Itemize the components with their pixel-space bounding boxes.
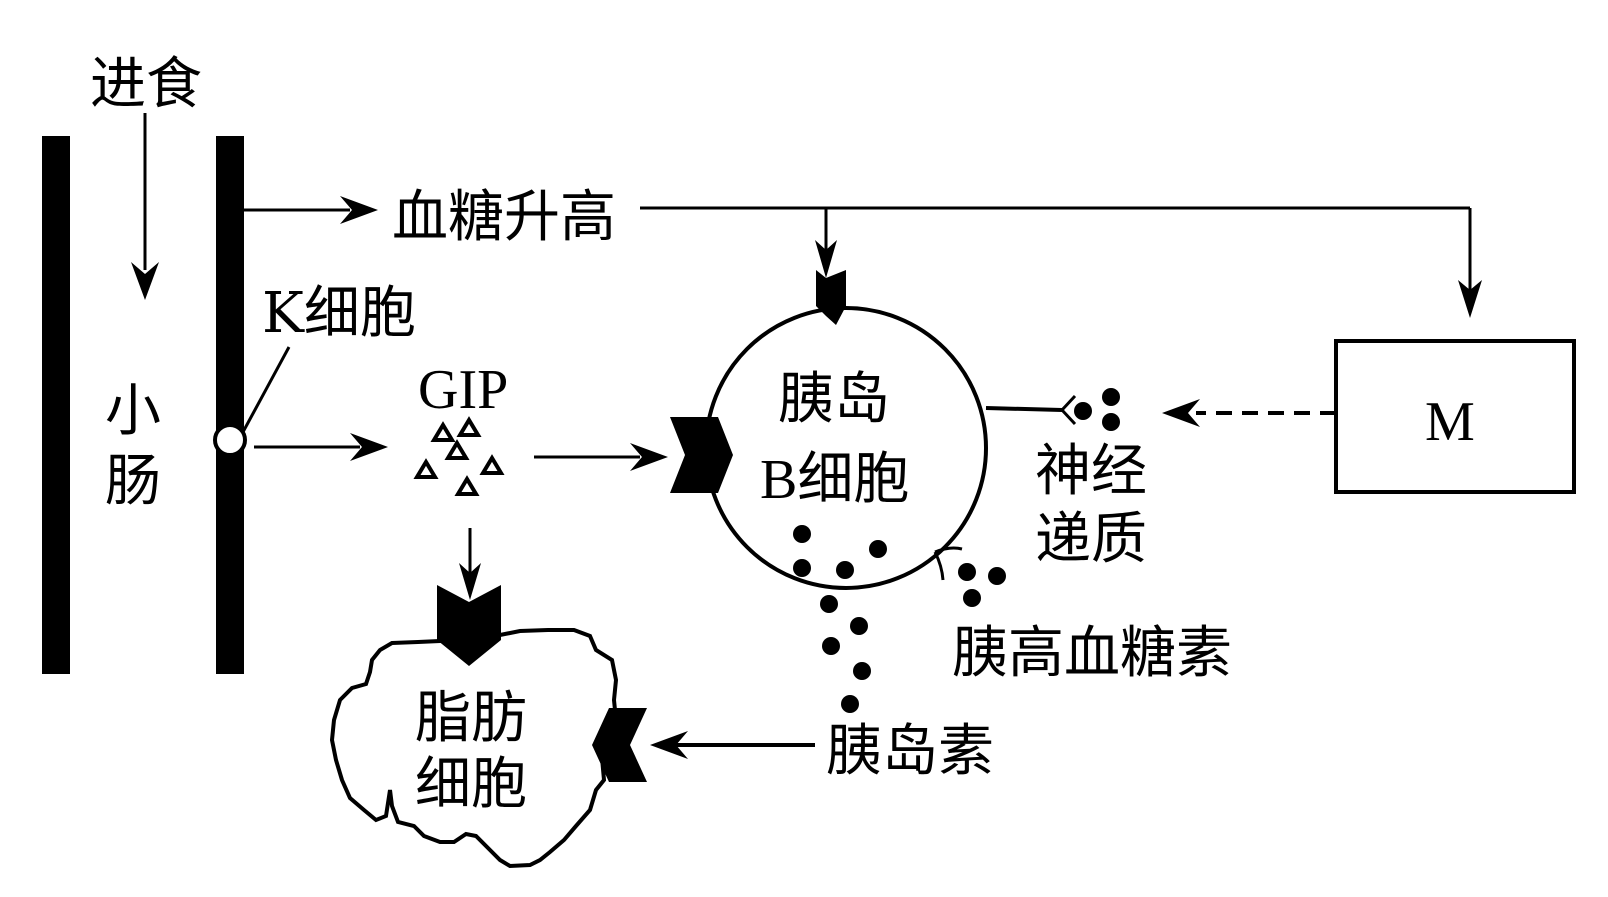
islet-b-cell-label-1: 胰岛 (778, 367, 890, 432)
m-box-label: M (1425, 391, 1475, 453)
receptor-gip-islet-icon (670, 417, 733, 493)
gip-triangle (444, 439, 470, 460)
small-intestine-label-1: 小 (105, 379, 161, 444)
glucagon-label: 胰高血糖素 (952, 621, 1232, 686)
arrow-kcell-to-gip (254, 433, 388, 461)
gip-triangle (456, 416, 482, 437)
receptor-gip-fat-icon (437, 585, 501, 666)
arrow-m-to-neurotransmitter (1162, 399, 1336, 427)
fat-cell (329, 628, 619, 869)
arrow-intestine-to-blood-sugar (244, 196, 378, 224)
islet-b-cell (704, 306, 988, 590)
fat-cell-label-2: 细胞 (415, 752, 527, 817)
small-intestine-label-2: 肠 (105, 449, 161, 514)
intestine-wall-right (216, 136, 244, 674)
m-box (1334, 339, 1576, 494)
arrow-gip-to-islet (534, 443, 668, 471)
neurotransmitter-label-1: 神经 (1035, 439, 1147, 504)
eating-label: 进食 (90, 52, 202, 117)
arrow-gip-to-fat (459, 528, 481, 600)
gip-triangle (413, 458, 439, 479)
fat-cell-label-1: 脂肪 (415, 686, 527, 751)
insulin-label: 胰岛素 (826, 719, 994, 784)
gip-molecules (413, 416, 505, 496)
intestine-wall-left (42, 136, 70, 674)
arrow-blood-sugar-branches (640, 206, 1482, 318)
glucagon-receptor (933, 546, 963, 581)
insulin-dots (793, 525, 887, 713)
gip-triangle (430, 421, 456, 442)
receptor-insulin-fat-icon (592, 708, 647, 782)
nerve-ending (985, 394, 1077, 426)
k-cell-label: K细胞 (262, 281, 416, 346)
glucagon-dots (958, 563, 1006, 607)
blood-sugar-rise-label: 血糖升高 (392, 185, 616, 250)
k-cell-pointer (241, 346, 291, 433)
arrow-eating-to-intestine (131, 113, 159, 300)
arrow-insulin-to-fat (650, 731, 815, 759)
gip-label: GIP (418, 359, 508, 421)
islet-b-cell-label-2: B细胞 (760, 449, 909, 511)
gip-triangle (479, 454, 505, 475)
neurotransmitter-label-2: 递质 (1035, 507, 1147, 572)
neurotransmitter-dots (1074, 388, 1120, 431)
gip-triangle (454, 475, 480, 496)
receptor-glucose-icon (816, 270, 846, 325)
k-cell-circle (213, 423, 247, 457)
